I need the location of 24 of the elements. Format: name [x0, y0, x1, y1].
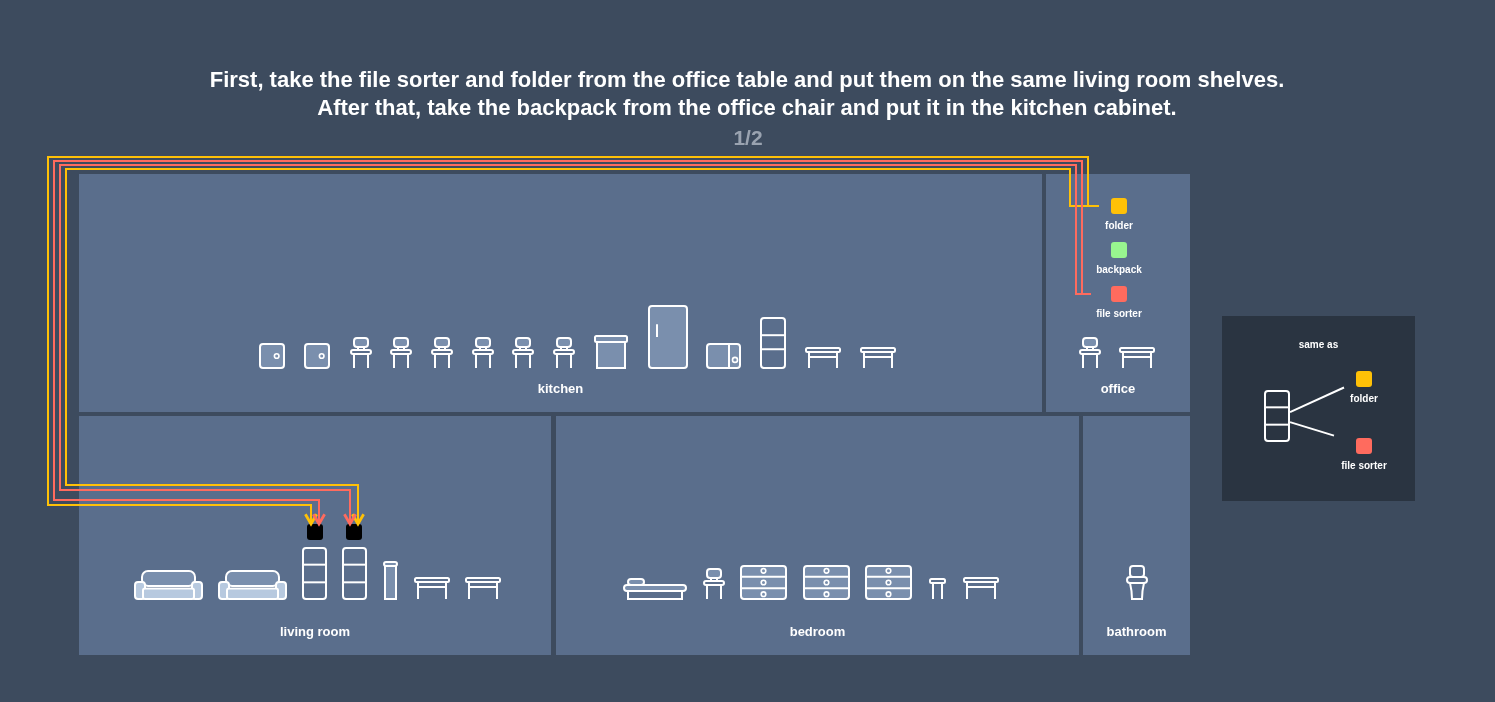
room-label: bedroom [789, 624, 846, 639]
target-marker [307, 524, 323, 540]
panel-heading: same as [1298, 339, 1339, 350]
room-area [1083, 416, 1190, 655]
room-area [1046, 174, 1190, 412]
object-label: folder [1105, 220, 1133, 231]
room-label: bathroom [1106, 624, 1167, 639]
object-label: backpack [1096, 264, 1142, 275]
object-label: file sorter [1096, 308, 1142, 319]
room-area [79, 416, 551, 655]
room-label: living room [279, 624, 351, 639]
legend-panel [1222, 316, 1415, 501]
object-label: folder [1350, 393, 1378, 404]
room-label: office [1100, 381, 1136, 396]
connector-line [1289, 386, 1345, 414]
step-counter: 1/2 [732, 126, 764, 150]
target-marker [346, 524, 362, 540]
shelf-icon [1264, 390, 1290, 442]
room-label: kitchen [537, 381, 584, 396]
instruction-text: First, take the file sorter and folder from the office table and put them on the same living room shelves. After that, take the backpack from the office chair and put it in the kitchen cabinet. [208, 66, 1286, 122]
room-area [79, 174, 1042, 412]
room-area [556, 416, 1079, 655]
object-label: file sorter [1341, 460, 1387, 471]
connector-line [1289, 421, 1335, 437]
